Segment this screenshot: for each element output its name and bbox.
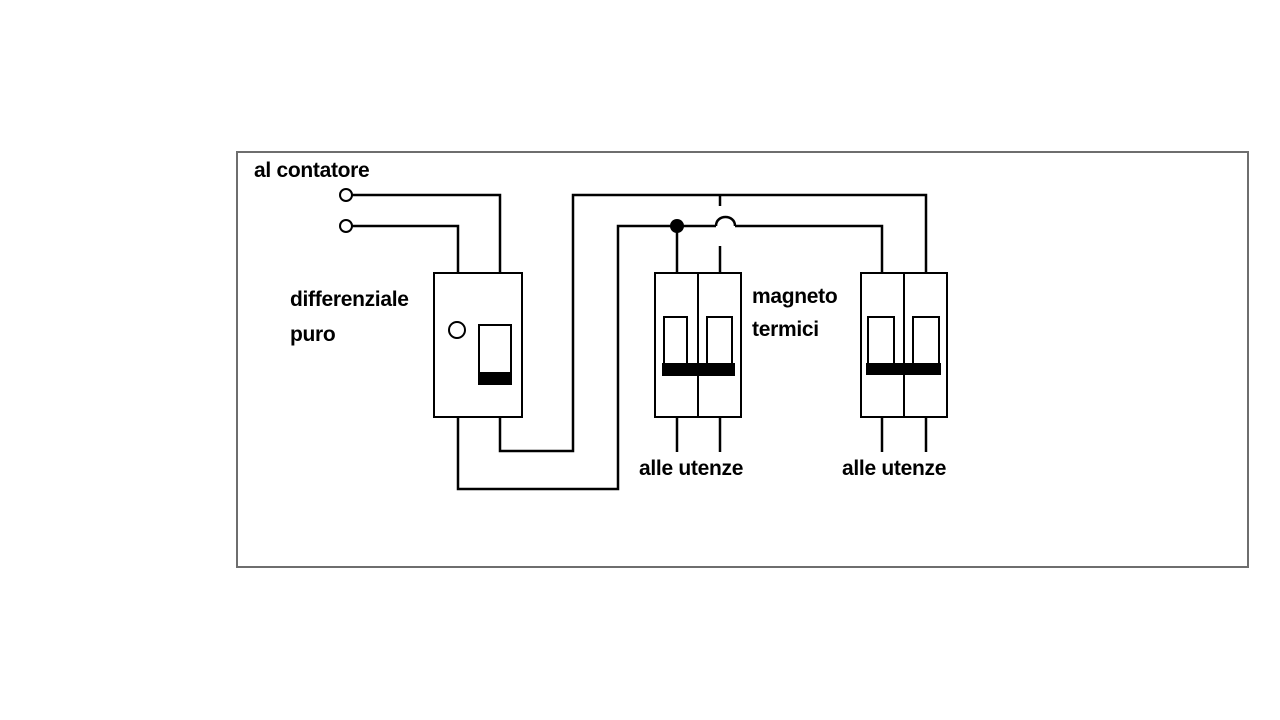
mcb2-pole-right [903,272,948,418]
mcb1-slot-left [663,316,688,370]
mcb1-pole-right [697,272,742,418]
supply-wire-top [352,193,502,273]
mcb1-slot-right [706,316,733,370]
supply-label: al contatore [254,159,370,182]
rcd-label-line2: puro [290,323,336,346]
mcb1-pole-left [654,272,699,418]
loads-label-right: alle utenze [842,457,947,480]
loads-label-left: alle utenze [639,457,744,480]
wire-crossover [714,215,737,227]
mcb-label-line2: termici [752,318,819,341]
mcb-label-line1: magneto [752,285,838,308]
supply-terminal-bottom [339,219,353,233]
rcd-label-line1: differenziale [290,288,409,311]
neutral-to-mcb2 [735,224,884,273]
junction-dot [670,219,684,233]
rcd-output-line-top [498,193,928,453]
mcb2-lever-bar [866,363,941,375]
rcd-output-line-bottom [456,224,716,491]
rcd-body [433,272,523,418]
rcd-lever [479,372,511,384]
mcb2-slot-left [867,316,895,370]
mcb2-slot-right [912,316,940,370]
supply-terminal-top [339,188,353,202]
rcd-test-button [448,321,466,339]
supply-wire-bottom [352,224,460,273]
mcb1-lever-bar [662,363,735,376]
diagram-frame [236,151,1249,568]
